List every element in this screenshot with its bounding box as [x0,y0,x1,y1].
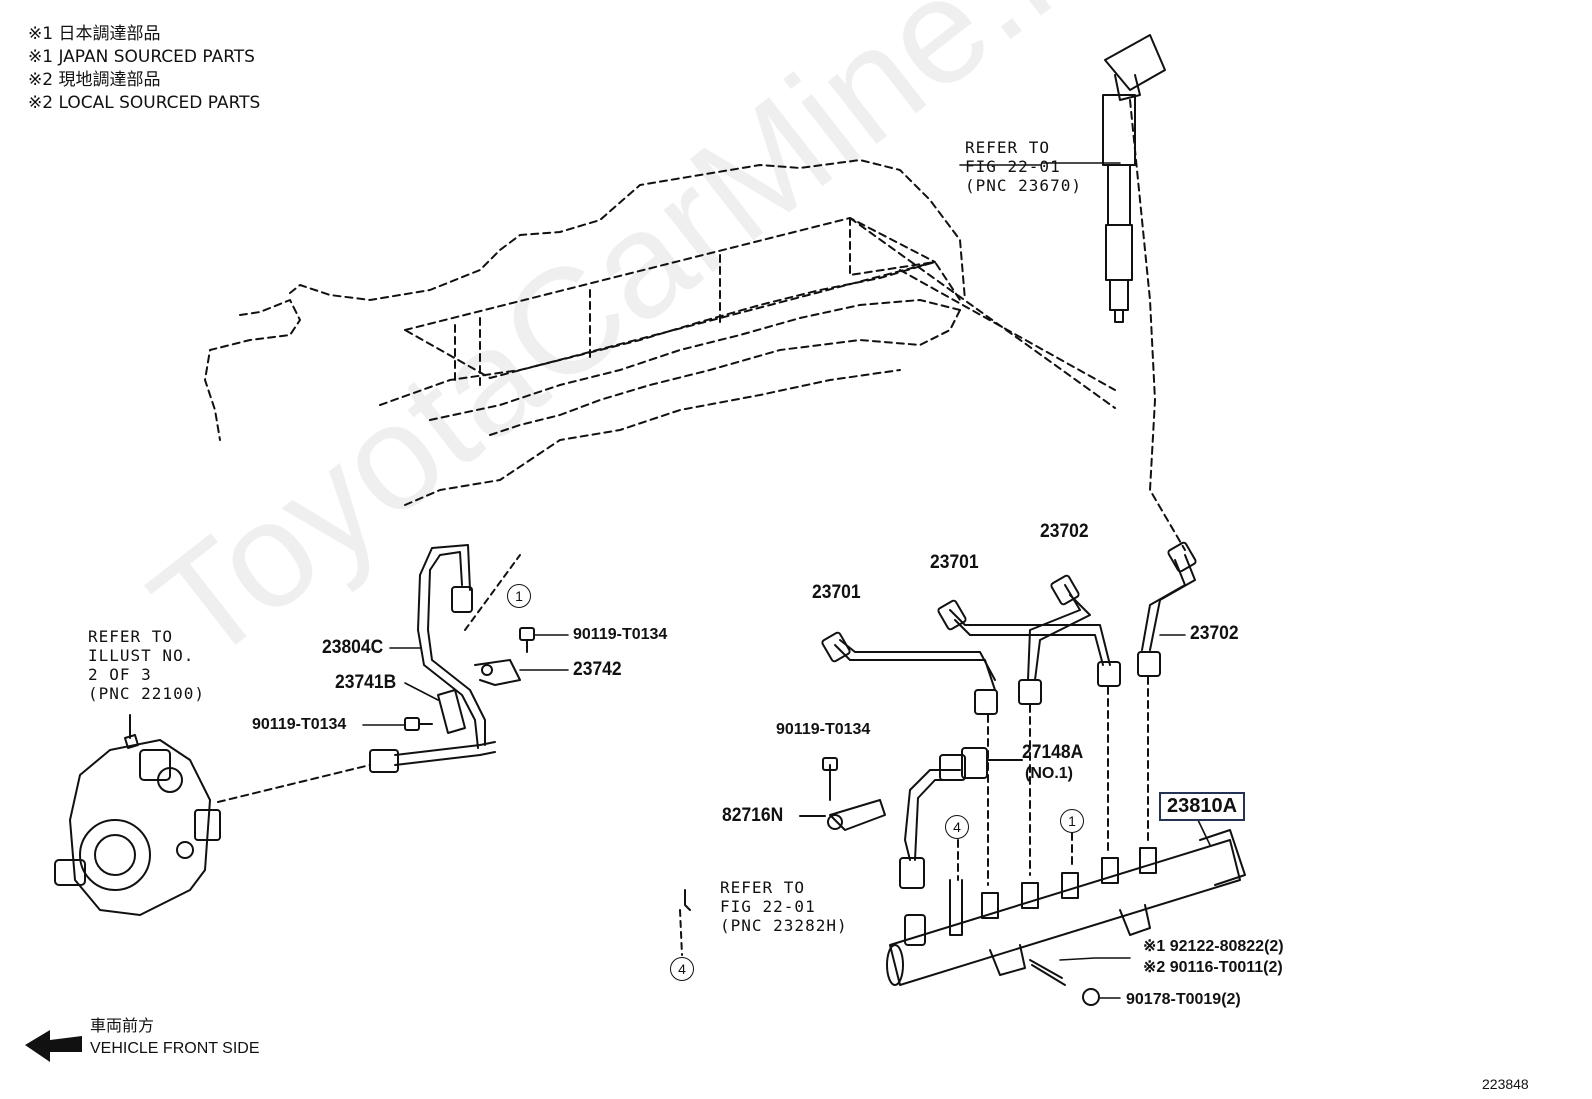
callout-1-rail: 1 [1060,809,1084,833]
part-23742[interactable]: 23742 [573,659,622,680]
front-label-jp: 車両前方 [90,1016,155,1035]
part-90119-T0134-bracket[interactable]: 90119-T0134 [776,721,871,738]
part-90178-T0019[interactable]: 90178-T0019(2) [1126,991,1241,1008]
part-82716N[interactable]: 82716N [722,805,784,826]
part-23701-b[interactable]: 23701 [930,552,979,573]
front-arrow-icon [25,1030,82,1062]
note-2-en: ※2 LOCAL SOURCED PARTS [28,93,261,113]
fuel-pump-drawing [54,714,221,916]
part-23741B[interactable]: 23741B [335,672,397,693]
common-rail-drawing [886,829,1246,1006]
note-1-jp: ※1 日本調達部品 [28,24,161,44]
label-leaders [362,162,1211,999]
part-90116-T0011[interactable]: ※2 90116-T0011(2) [1143,959,1283,976]
part-23804C[interactable]: 23804C [322,637,384,658]
part-23701-a[interactable]: 23701 [812,582,861,603]
callout-1-pump: 1 [507,584,531,608]
part-27148A-sub: (NO.1) [1025,765,1073,782]
clamp-parts [404,627,535,734]
part-23702-b[interactable]: 23702 [1190,623,1239,644]
injector-drawing [1102,34,1166,323]
figure-id: 223848 [1482,1076,1529,1092]
callout-4-ref: 4 [670,957,694,981]
ref-injector: REFER TO FIG 22-01 (PNC 23670) [965,138,1082,195]
ref-pump: REFER TO ILLUST NO. 2 OF 3 (PNC 22100) [88,627,205,703]
ref-rail: REFER TO FIG 22-01 (PNC 23282H) [720,878,848,935]
note-1-en: ※1 JAPAN SOURCED PARTS [28,47,255,67]
injection-pipes [821,541,1197,715]
front-label-en: VEHICLE FRONT SIDE [90,1040,260,1057]
callout-4-rail: 4 [945,815,969,839]
pipe-23804C [369,544,496,773]
note-2-jp: ※2 現地調達部品 [28,70,161,90]
part-90119-T0134-clamp[interactable]: 90119-T0134 [573,626,668,643]
part-23810A[interactable]: 23810A [1159,792,1246,821]
part-90119-T0134-pump[interactable]: 90119-T0134 [252,716,347,733]
bracket-82716N [799,757,886,831]
part-23702-a[interactable]: 23702 [1040,521,1089,542]
part-92122-80822[interactable]: ※1 92122-80822(2) [1143,938,1284,955]
engine-head-outline [204,159,1116,506]
injector-leader [1129,99,1186,551]
pipe-leaders [957,676,1149,886]
part-27148A[interactable]: 27148A [1022,742,1084,763]
